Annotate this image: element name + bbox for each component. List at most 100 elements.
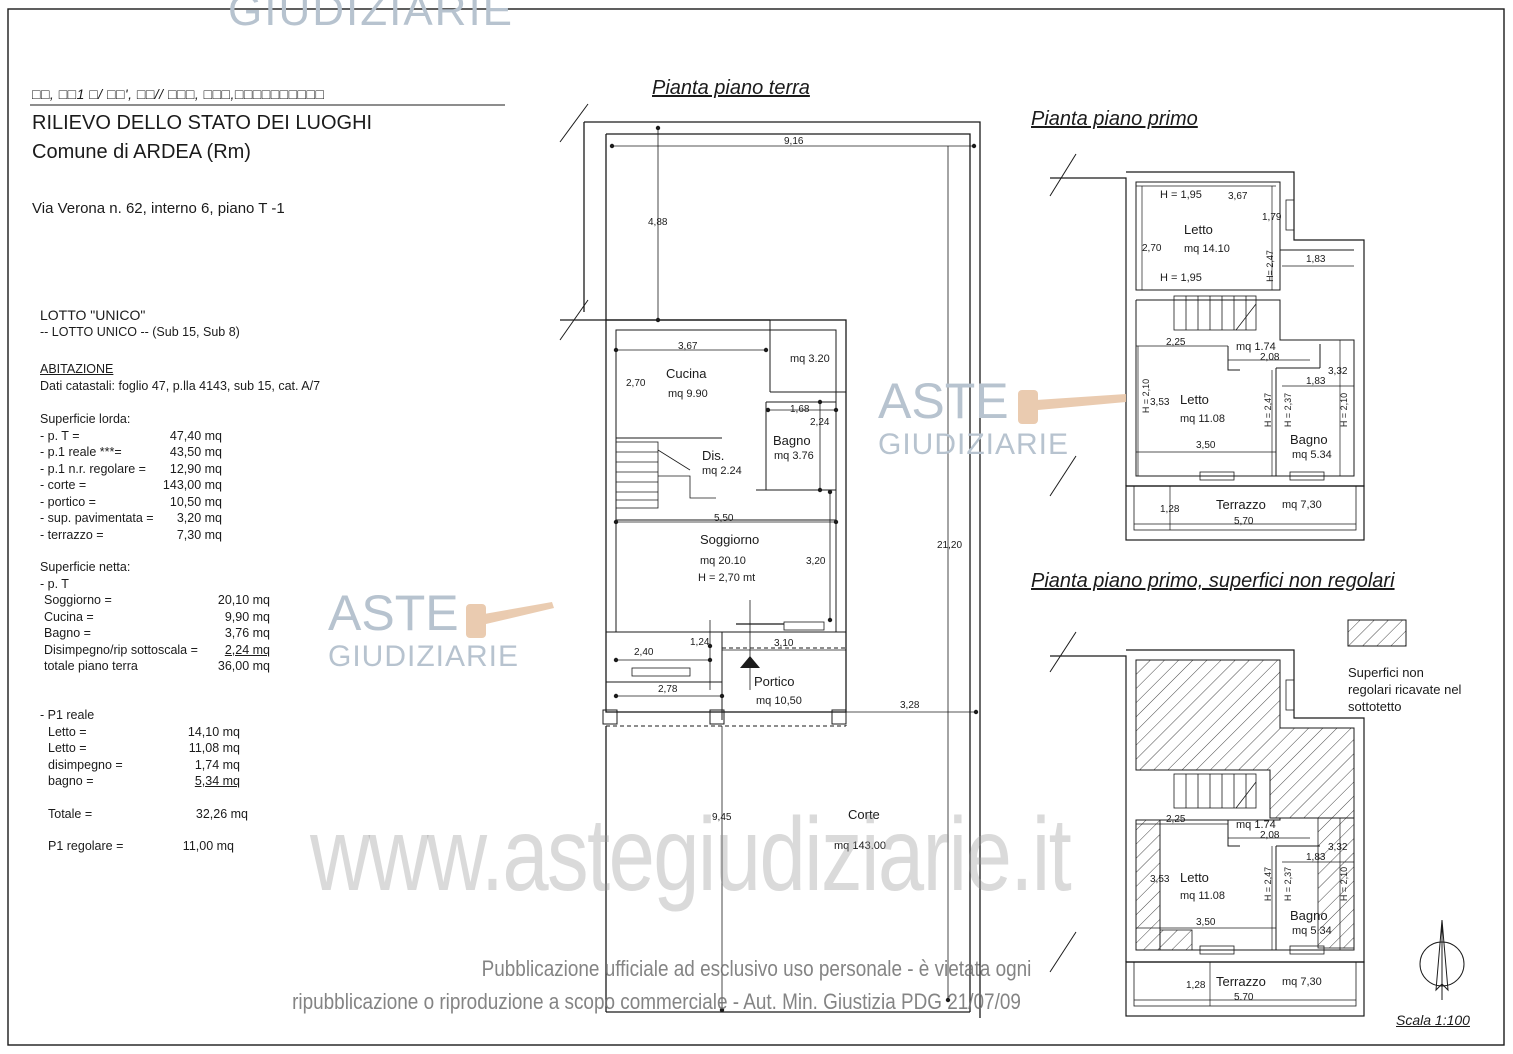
lorda-value: 12,90 mq xyxy=(169,461,222,476)
room-label: mq 3.20 xyxy=(790,353,830,365)
dimension-label: 3,10 xyxy=(774,638,794,649)
dimension-label: 3,50 xyxy=(1196,917,1216,928)
room-label: mq 1.74 xyxy=(1236,819,1276,831)
legend-hatch-swatch xyxy=(1347,619,1407,647)
p1-value: 1,74 mq xyxy=(194,757,240,772)
height-label: H= 2,47 xyxy=(1265,250,1275,282)
dimension-label: 2,08 xyxy=(1260,830,1280,841)
room-label: Bagno xyxy=(1290,908,1328,923)
room-label: mq 11.08 xyxy=(1180,890,1226,902)
dimension-label: 2,25 xyxy=(1166,814,1186,825)
lorda-label: - p.1 reale ***= xyxy=(40,445,122,459)
height-label: H = 2,37 xyxy=(1283,866,1293,902)
netta-value: 2,24 mq xyxy=(224,642,270,657)
netta-heading: Superficie netta: xyxy=(40,560,131,574)
regolare-label: P1 regolare = xyxy=(48,839,124,853)
lorda-row: - sup. pavimentata =3,20 mq xyxy=(40,510,222,527)
dimension-label: 5,50 xyxy=(714,513,734,524)
lorda-row: - corte =143,00 mq xyxy=(40,477,222,494)
title-non-regolari: Pianta piano primo, superfici non regola… xyxy=(1031,570,1395,592)
watermark-aste: ASTE xyxy=(328,585,459,641)
abitazione-block: ABITAZIONE Dati catastali: foglio 47, p.… xyxy=(40,361,320,394)
p1-row: bagno =5,34 mq xyxy=(48,773,248,790)
room-label: Letto xyxy=(1184,222,1213,237)
height-label: H = 2,10 xyxy=(1339,392,1349,428)
room-label: Letto xyxy=(1180,392,1209,407)
netta-value: 9,90 mq xyxy=(224,609,270,624)
height-label: H = 2,47 xyxy=(1263,866,1273,902)
dimension-label: 1,24 xyxy=(690,637,710,648)
room-label: mq 3.76 xyxy=(774,450,814,462)
dimension-label: 1,83 xyxy=(1306,852,1326,863)
dimension-label: 9,45 xyxy=(712,812,732,823)
lorda-label: - p.1 n.r. regolare = xyxy=(40,461,146,476)
room-label: Cucina xyxy=(666,366,707,381)
room-label: Bagno xyxy=(773,433,811,448)
page-title: RILIEVO DELLO STATO DEI LUOGHI xyxy=(32,112,373,134)
watermark-giudiziarie: GIUDIZIARIE xyxy=(328,640,520,673)
dimension-label: 3,67 xyxy=(1228,191,1248,202)
room-label: H = 2,70 mt xyxy=(698,572,756,584)
p1-label: Letto = xyxy=(48,724,87,739)
title-piano-terra: Pianta piano terra xyxy=(652,77,810,99)
lorda-label: - portico = xyxy=(40,494,96,509)
room-label: mq 7,30 xyxy=(1282,499,1322,511)
netta-value: 3,76 mq xyxy=(224,626,270,640)
dimension-label: 1,28 xyxy=(1160,504,1180,515)
lotto-title: LOTTO "UNICO" xyxy=(40,307,146,323)
dimension-label: 3,32 xyxy=(1328,842,1348,853)
netta-label: Disimpegno/rip sottoscala = xyxy=(44,642,198,657)
p1-row: disimpegno = 1,74 mq xyxy=(48,757,248,774)
garbled-heading: □□, □□1 □/ □□', □□// □□□, □□□,□□□□□□□□□□ xyxy=(32,86,325,102)
height-label: H = 2,47 xyxy=(1263,392,1273,428)
plan-non-regolari xyxy=(1049,619,1407,1017)
dimension-label: 3,28 xyxy=(900,700,920,711)
height-label: H = 2,10 xyxy=(1339,866,1349,902)
netta-pt: - p. T xyxy=(40,576,69,591)
lorda-row: - p. T =47,40 mq xyxy=(40,428,222,445)
totale-value: 32,26 mq xyxy=(195,806,248,821)
netta-row: Bagno = 3,76 mq xyxy=(44,625,270,642)
watermark-notice-2: ripubblicazione o riproduzione a scopo c… xyxy=(292,989,1021,1014)
dimension-label: 3,50 xyxy=(1196,440,1216,451)
dimension-label: 5,70 xyxy=(1234,516,1254,527)
watermark-aste: ASTE xyxy=(878,373,1009,429)
room-label: mq 7,30 xyxy=(1282,976,1322,988)
lorda-row: - p.1 reale ***=43,50 mq xyxy=(40,444,222,461)
dimension-label: 3,67 xyxy=(678,341,698,352)
dimension-label: 3,20 xyxy=(806,556,826,567)
dimension-label: 1,83 xyxy=(1306,376,1326,387)
title-piano-primo: Pianta piano primo xyxy=(1031,108,1198,130)
room-label: Terrazzo xyxy=(1216,974,1266,989)
address: Via Verona n. 62, interno 6, piano T -1 xyxy=(32,200,285,217)
dimension-label: 2,24 xyxy=(810,417,830,428)
dimension-label: 1,68 xyxy=(790,404,810,415)
p1-value: 5,34 mq xyxy=(194,774,240,788)
p1-label: disimpegno = xyxy=(48,757,123,772)
room-label: mq 20.10 xyxy=(700,555,746,567)
totale-label: Totale = xyxy=(48,806,93,821)
netta-row: Soggiorno =20,10 mq xyxy=(44,592,270,609)
netta-label: Bagno = xyxy=(44,626,91,640)
lorda-label: - terrazzo = xyxy=(40,527,104,542)
lorda-row: - p.1 n.r. regolare = 12,90 mq xyxy=(40,461,222,478)
dimension-label: 3,53 xyxy=(1150,874,1170,885)
dimension-label: 2,78 xyxy=(658,684,678,695)
lorda-value: 7,30 mq xyxy=(176,527,222,542)
netta-row: Disimpegno/rip sottoscala = 2,24 mq xyxy=(44,642,270,659)
dimension-label: 2,25 xyxy=(1166,337,1186,348)
dimension-label: 1,79 xyxy=(1262,212,1282,223)
watermark-notice-1: Pubblicazione ufficiale ad esclusivo uso… xyxy=(481,956,1032,981)
lorda-value: 47,40 mq xyxy=(169,428,222,443)
lorda-heading: Superficie lorda: xyxy=(40,412,131,426)
room-label: Soggiorno xyxy=(700,532,760,547)
room-label: mq 11.08 xyxy=(1180,413,1226,425)
dimension-label: 9,16 xyxy=(784,136,804,147)
room-label: mq 10,50 xyxy=(756,695,802,707)
p1-row: Letto =11,08 mq xyxy=(48,740,248,757)
superficie-netta: Superficie netta: - p. T Soggiorno =20,1… xyxy=(40,559,270,675)
lorda-value: 143,00 mq xyxy=(162,478,222,492)
netta-value: 36,00 mq xyxy=(217,659,270,673)
p1-row: Letto =14,10 mq xyxy=(48,724,248,741)
lorda-row: - portico =10,50 mq xyxy=(40,494,222,511)
